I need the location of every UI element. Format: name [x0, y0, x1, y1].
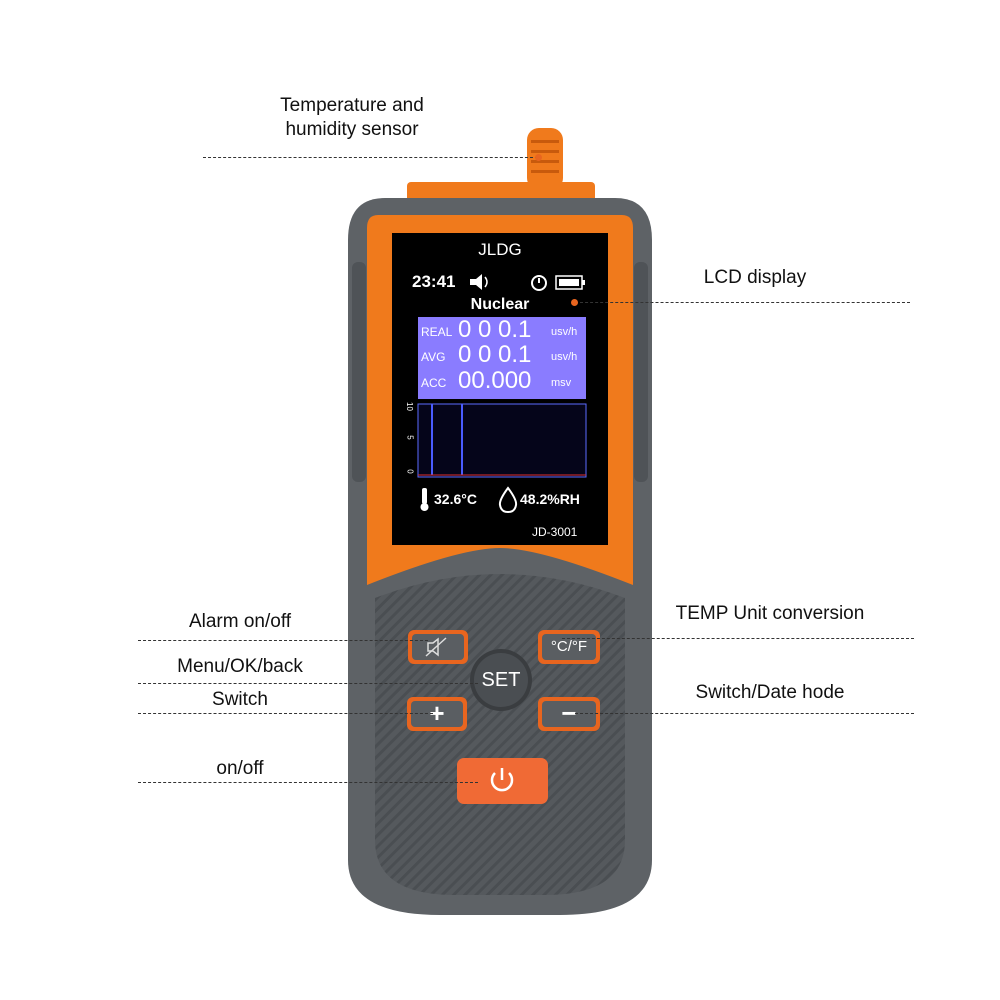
minus-button[interactable] — [538, 697, 600, 731]
callout-switch: Switch — [212, 689, 268, 710]
minus-button-label: − — [561, 698, 577, 728]
reading-unit-acc: msv — [551, 377, 572, 389]
callout-temp-unit: TEMP Unit conversion — [675, 603, 865, 624]
callout-lcd-dot — [571, 299, 578, 306]
speaker-icon — [470, 274, 488, 290]
graph-tick-5: 5 — [405, 435, 415, 440]
callout-power-line — [138, 782, 478, 783]
plus-button[interactable] — [407, 697, 467, 731]
mute-icon — [427, 637, 439, 657]
reading-label-real: REAL — [421, 325, 453, 339]
power-button[interactable] — [457, 758, 548, 804]
callout-lcd: LCD display — [703, 267, 807, 288]
callout-sensor-line — [203, 157, 538, 158]
temperature-readout: 32.6°C — [434, 491, 477, 507]
callout-alarm-line — [138, 640, 428, 641]
graph-tick-0: 0 — [405, 469, 415, 474]
set-button-label: SET — [481, 669, 521, 691]
plus-button-label: + — [429, 698, 445, 728]
reading-unit-avg: usv/h — [551, 351, 578, 363]
lcd-display — [392, 233, 608, 545]
reading-value-acc: 00.000 — [458, 367, 532, 394]
graph-tick-10: 10 — [404, 402, 414, 411]
callout-menu-line — [138, 683, 478, 684]
thermometer-icon — [420, 488, 429, 511]
callout-temp-unit-line — [562, 638, 914, 639]
reading-unit-real: usv/h — [551, 326, 578, 338]
temp-unit-button-label: °C/°F — [550, 638, 588, 655]
callout-switch-line — [138, 713, 433, 714]
callout-alarm: Alarm on/off — [188, 611, 292, 632]
humidity-readout: 48.2%RH — [520, 491, 580, 507]
mode-title: Nuclear — [470, 296, 530, 313]
brand-label: JLDG — [478, 240, 522, 259]
callout-sensor-dot — [535, 154, 542, 161]
model-label: JD-3001 — [532, 525, 578, 539]
reading-label-avg: AVG — [421, 350, 446, 364]
droplet-icon — [498, 486, 518, 514]
timer-icon — [531, 275, 547, 291]
clock-readout: 23:41 — [412, 272, 456, 291]
callout-power: on/off — [216, 758, 264, 779]
callout-sensor-line1: Temperature and — [280, 95, 424, 116]
alarm-button[interactable] — [408, 630, 468, 664]
reading-value-real: 0 0 0.1 — [458, 316, 532, 343]
callout-lcd-line — [575, 302, 910, 303]
reading-value-avg: 0 0 0.1 — [458, 341, 532, 368]
set-button[interactable] — [470, 649, 532, 711]
battery-icon — [555, 275, 585, 290]
callout-sensor-line2: humidity sensor — [285, 119, 419, 140]
callout-menu: Menu/OK/back — [177, 656, 303, 677]
power-icon — [490, 768, 514, 792]
callout-switch-date-line — [575, 713, 914, 714]
callout-sensor: Temperature and humidity sensor — [252, 94, 452, 142]
callout-switch-date: Switch/Date hode — [695, 682, 845, 703]
reading-label-acc: ACC — [421, 376, 447, 390]
